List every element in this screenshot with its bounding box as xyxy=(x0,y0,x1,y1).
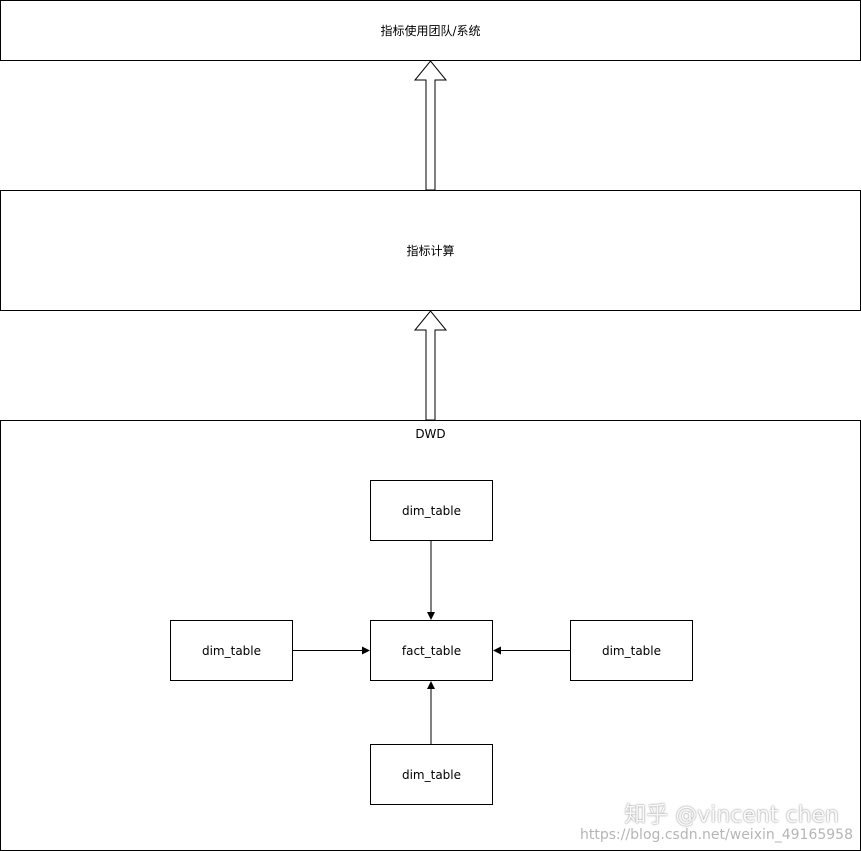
fact-table: fact_table xyxy=(370,620,493,681)
layer-middle-box: 指标计算 xyxy=(0,190,861,311)
dim-table-bottom-label: dim_table xyxy=(401,767,462,782)
zhihu-watermark: 知乎 @vincent chen xyxy=(624,803,839,828)
csdn-watermark-url: https://blog.csdn.net/weixin_49165958 xyxy=(579,827,853,843)
layer-top-box: 指标使用团队/系统 xyxy=(0,0,861,61)
dim-table-left-label: dim_table xyxy=(201,643,262,658)
dim-table-left: dim_table xyxy=(170,620,293,681)
flow-arrow-mid-to-top xyxy=(413,60,448,191)
layer-top-label: 指标使用团队/系统 xyxy=(380,24,481,38)
fact-table-label: fact_table xyxy=(401,643,462,658)
dim-table-bottom: dim_table xyxy=(370,744,493,805)
dim-table-top: dim_table xyxy=(370,480,493,541)
layer-dwd-label: DWD xyxy=(415,427,446,441)
dim-table-right-label: dim_table xyxy=(601,643,662,658)
layer-middle-label: 指标计算 xyxy=(406,244,455,258)
flow-arrow-dwd-to-mid xyxy=(413,310,448,421)
dim-table-top-label: dim_table xyxy=(401,503,462,518)
dim-table-right: dim_table xyxy=(570,620,693,681)
